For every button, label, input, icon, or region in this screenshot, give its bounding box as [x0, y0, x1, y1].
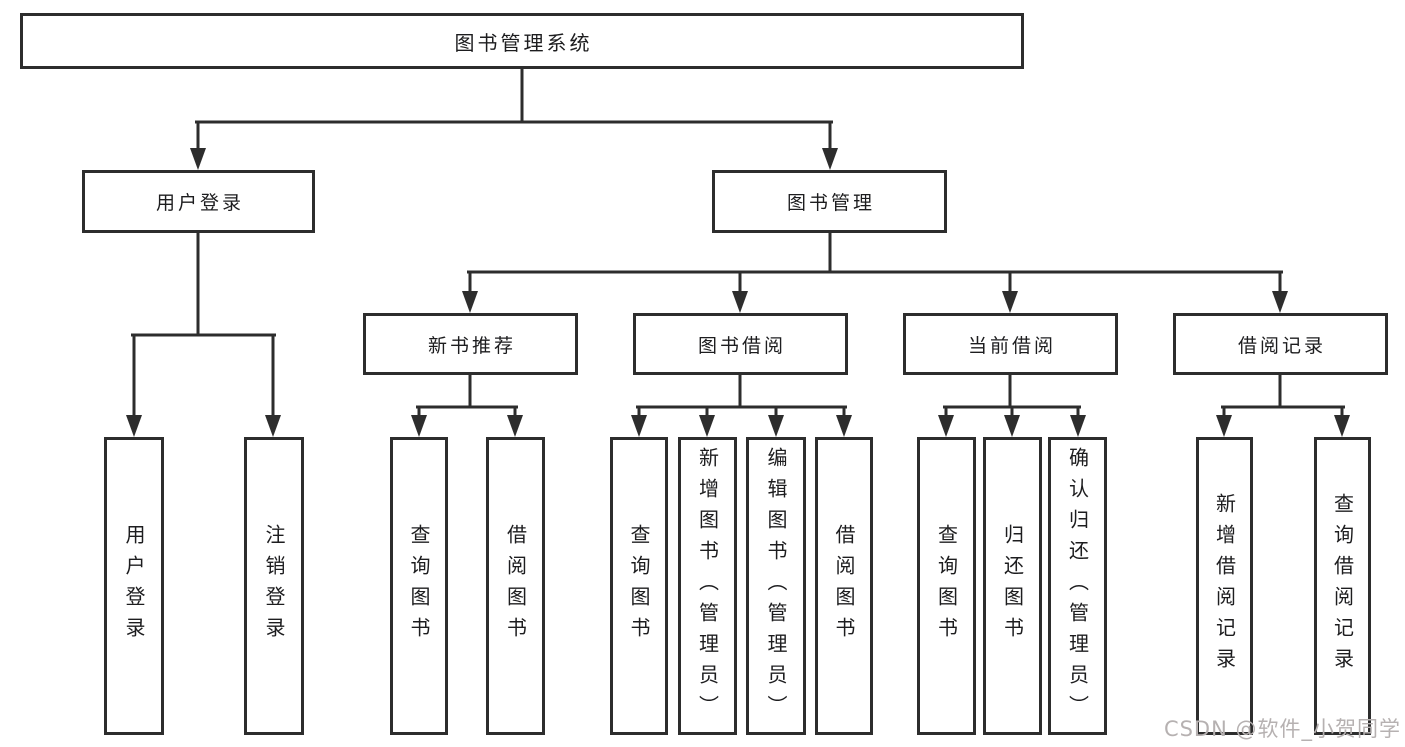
arrowhead	[1070, 415, 1086, 437]
node-book-borrow: 图书借阅	[633, 313, 848, 375]
arrowhead	[938, 415, 954, 437]
connector-line	[416, 373, 518, 424]
leaf-logout-login: 注销登录	[244, 437, 304, 735]
arrowhead	[1334, 415, 1350, 437]
connector-book-borrow-children	[631, 373, 852, 437]
node-new-book-recommend: 新书推荐	[363, 313, 578, 375]
arrowhead	[265, 415, 281, 437]
leaf-return-book: 归还图书	[983, 437, 1042, 735]
connector-borrow-records-children	[1216, 373, 1350, 437]
connector-root-to-level2	[190, 67, 838, 170]
connector-line	[1221, 373, 1345, 424]
connector-user-login-children	[126, 231, 281, 437]
connector-line	[636, 373, 847, 424]
connector-line	[195, 67, 833, 160]
node-book-management: 图书管理	[712, 170, 947, 233]
arrowhead	[768, 415, 784, 437]
connector-line	[467, 231, 1283, 300]
arrowhead	[1004, 415, 1020, 437]
connector-new-book-recommend-children	[411, 373, 523, 437]
leaf-add-book-admin: 新增图书（管理员）	[678, 437, 737, 735]
leaf-confirm-return-admin: 确认归还（管理员）	[1048, 437, 1107, 735]
leaf-query-book-borrow: 查询图书	[610, 437, 668, 735]
arrowhead	[1002, 291, 1018, 313]
node-root: 图书管理系统	[20, 13, 1024, 69]
connector-book-management-children	[462, 231, 1288, 313]
arrowhead	[699, 415, 715, 437]
arrowhead	[836, 415, 852, 437]
connector-line	[131, 231, 276, 424]
connector-line	[943, 373, 1081, 424]
arrowhead	[126, 415, 142, 437]
leaf-borrow-book: 借阅图书	[815, 437, 873, 735]
arrowhead	[822, 148, 838, 170]
connector-current-borrow-children	[938, 373, 1086, 437]
arrowhead	[507, 415, 523, 437]
leaf-query-borrow-record: 查询借阅记录	[1314, 437, 1371, 735]
arrowhead	[462, 291, 478, 313]
node-current-borrow: 当前借阅	[903, 313, 1118, 375]
leaf-query-book-recommend: 查询图书	[390, 437, 448, 735]
arrowhead	[732, 291, 748, 313]
node-borrow-records: 借阅记录	[1173, 313, 1388, 375]
leaf-query-book-current: 查询图书	[917, 437, 976, 735]
arrowhead	[411, 415, 427, 437]
leaf-borrow-book-recommend: 借阅图书	[486, 437, 545, 735]
leaf-add-borrow-record: 新增借阅记录	[1196, 437, 1253, 735]
leaf-user-login: 用户登录	[104, 437, 164, 735]
leaf-edit-book-admin: 编辑图书（管理员）	[746, 437, 806, 735]
csdn-watermark: CSDN @软件_小贺同学	[1163, 717, 1401, 741]
arrowhead	[1216, 415, 1232, 437]
node-user-login: 用户登录	[82, 170, 315, 233]
arrowhead	[190, 148, 206, 170]
arrowhead	[631, 415, 647, 437]
arrowhead	[1272, 291, 1288, 313]
